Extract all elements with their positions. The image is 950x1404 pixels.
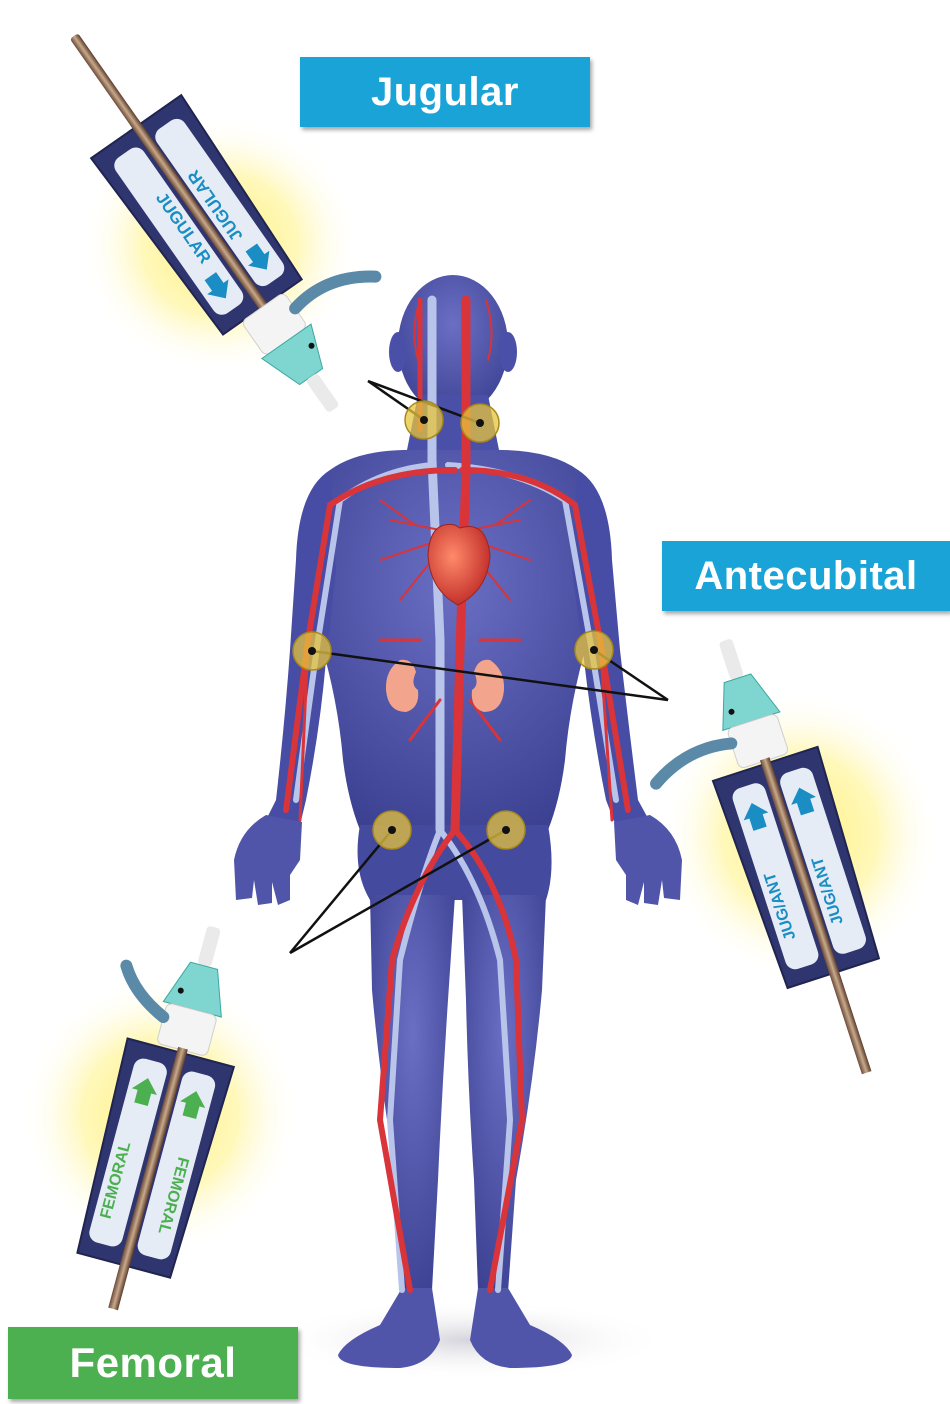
site-marker-femoral-left (373, 811, 411, 849)
site-marker-femoral-right (487, 811, 525, 849)
site-marker-antecubital-left (293, 632, 331, 670)
jugular-label: Jugular (300, 57, 590, 127)
antecubital-label: Antecubital (662, 541, 950, 611)
site-marker-jugular-right (461, 404, 499, 442)
femoral-label: Femoral (8, 1327, 298, 1399)
site-marker-antecubital-right (575, 631, 613, 669)
site-marker-jugular-left (405, 401, 443, 439)
